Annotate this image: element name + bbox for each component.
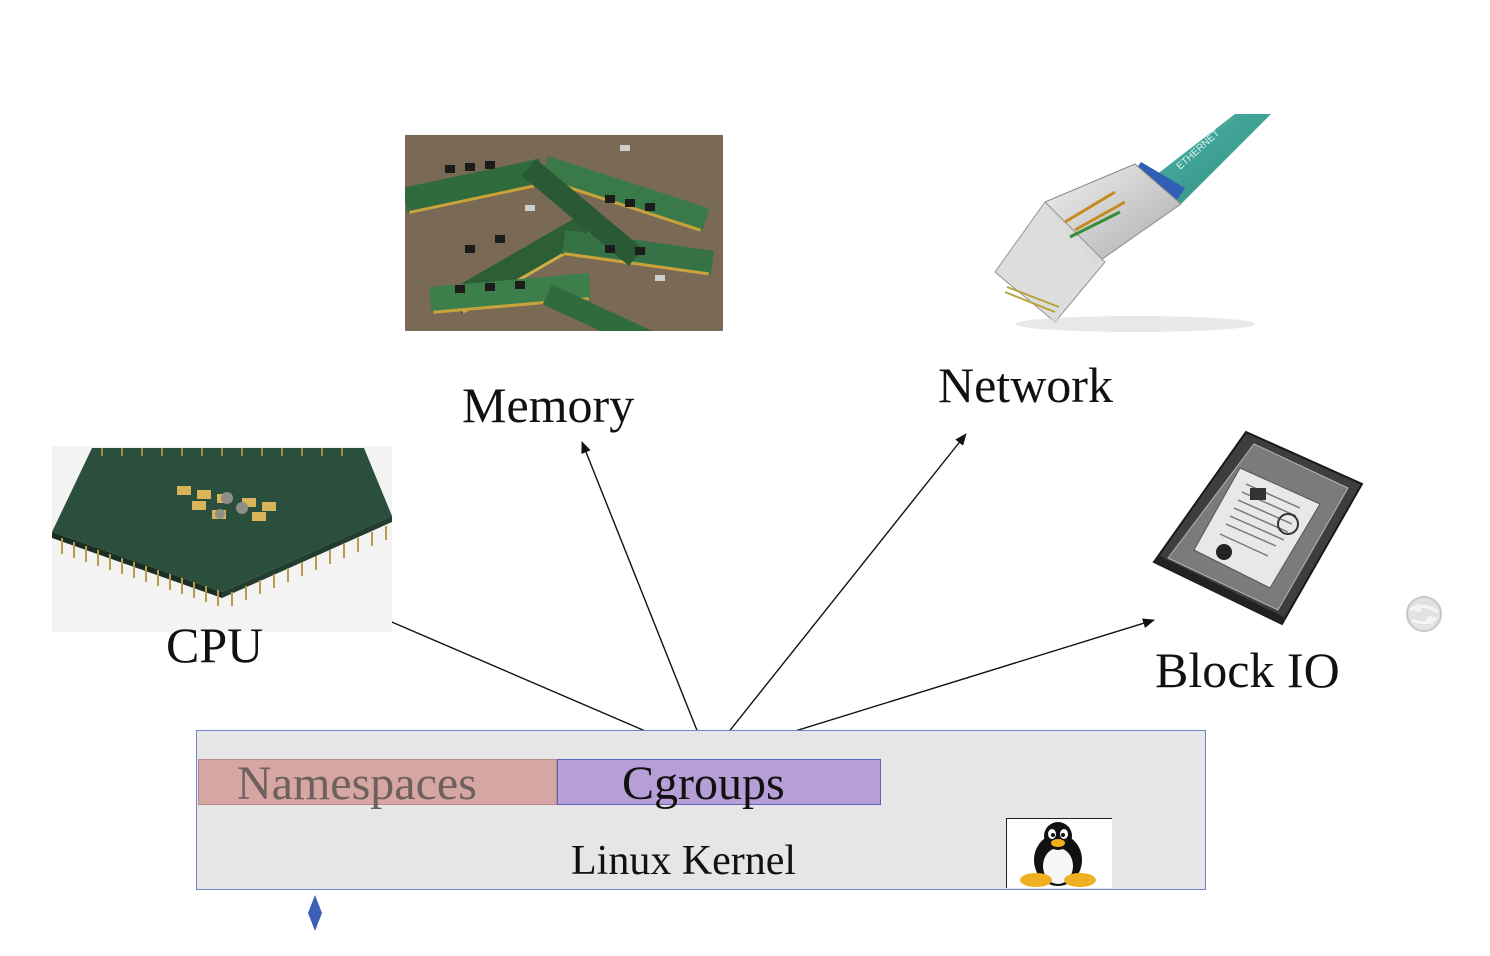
label-cpu: CPU bbox=[166, 617, 264, 673]
label-namespaces: Namespaces bbox=[237, 757, 477, 810]
label-block-io: Block IO bbox=[1155, 642, 1340, 698]
network-ethernet-plug-image: ETHERNET bbox=[994, 114, 1271, 332]
memory-ram-image bbox=[405, 135, 723, 331]
globe-icon bbox=[1406, 596, 1442, 632]
namespaces-box bbox=[198, 759, 557, 805]
arrow-to-memory bbox=[581, 441, 709, 759]
tux-penguin-logo bbox=[1006, 818, 1112, 888]
cgroups-box bbox=[557, 759, 881, 805]
label-memory: Memory bbox=[462, 377, 635, 433]
label-network: Network bbox=[938, 357, 1113, 413]
label-linux-kernel: Linux Kernel bbox=[571, 838, 797, 884]
cpu-chip-image bbox=[52, 446, 392, 632]
arrow-to-network bbox=[707, 433, 967, 759]
diamond-marker-icon bbox=[308, 895, 322, 931]
label-cgroups: Cgroups bbox=[622, 757, 785, 810]
block-io-hard-disk-image bbox=[1152, 430, 1364, 626]
